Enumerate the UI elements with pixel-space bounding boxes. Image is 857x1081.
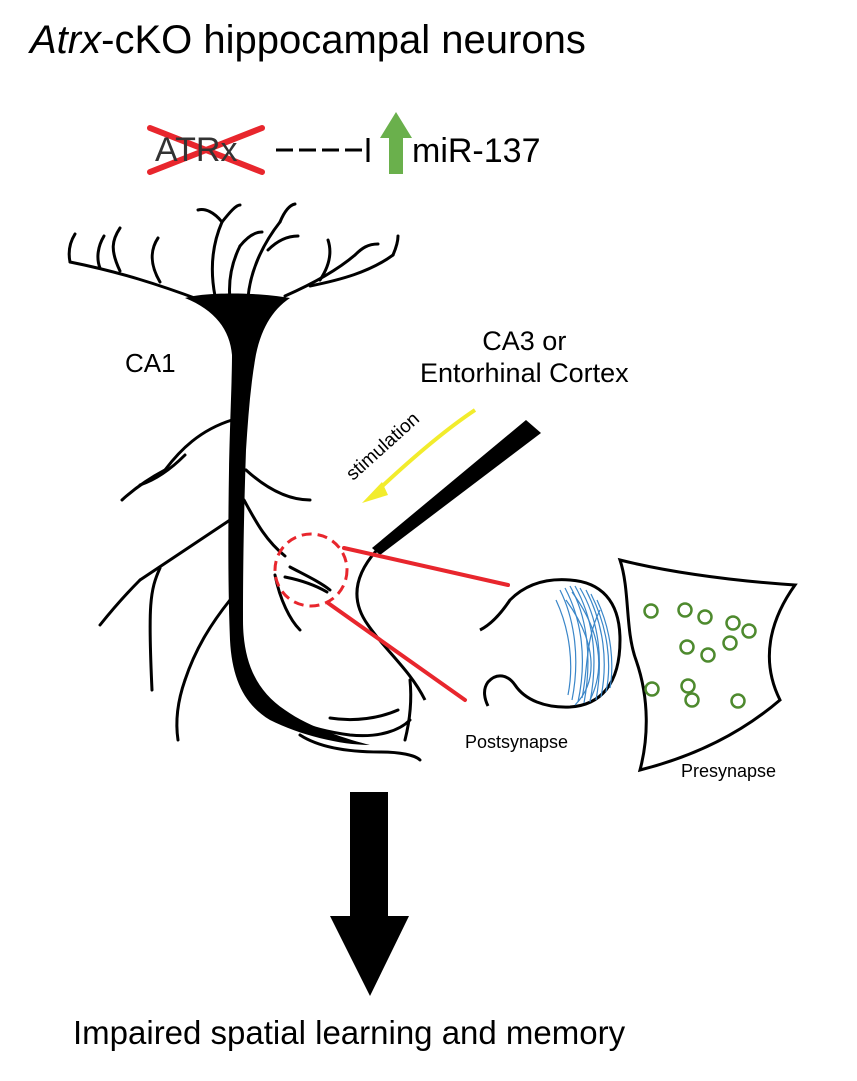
- zoom-lines: [326, 546, 510, 702]
- actin-filaments: [555, 585, 613, 706]
- result-down-arrow-icon: [330, 792, 409, 996]
- input-region-line2: Entorhinal Cortex: [420, 358, 629, 389]
- zoom-circle: [273, 532, 349, 608]
- title-rest: -cKO hippocampal neurons: [101, 18, 586, 62]
- ca1-side-dendrites: [98, 418, 422, 762]
- mirna-label: miR-137: [412, 132, 541, 170]
- knockout-cross-icon: [147, 125, 265, 175]
- stimulation-arrow-icon: [362, 408, 477, 503]
- conclusion-text: Impaired spatial learning and memory: [73, 1014, 626, 1051]
- upregulation-arrow-icon: [380, 112, 412, 174]
- presynapse-terminal: [617, 557, 798, 773]
- synaptic-vesicles: [643, 602, 757, 709]
- input-region-line1: CA3 or: [482, 326, 567, 356]
- ca1-dendrites: [67, 202, 400, 302]
- figure-title: Atrx-cKO hippocampal neurons: [30, 20, 586, 60]
- ca1-soma: [185, 293, 370, 745]
- dendritic-spine: [283, 565, 332, 594]
- title-gene: Atrx: [30, 18, 102, 62]
- presynaptic-axon: [355, 420, 541, 701]
- inhibition-arrow-icon: [276, 138, 370, 162]
- postsynapse-label: Postsynapse: [465, 732, 569, 752]
- presynapse-label: Presynapse: [681, 761, 777, 781]
- ca1-label: CA1: [125, 348, 176, 378]
- input-region-label: CA3 or Entorhinal Cortex: [420, 325, 629, 390]
- atrx-gene-label: ATRx: [155, 131, 238, 169]
